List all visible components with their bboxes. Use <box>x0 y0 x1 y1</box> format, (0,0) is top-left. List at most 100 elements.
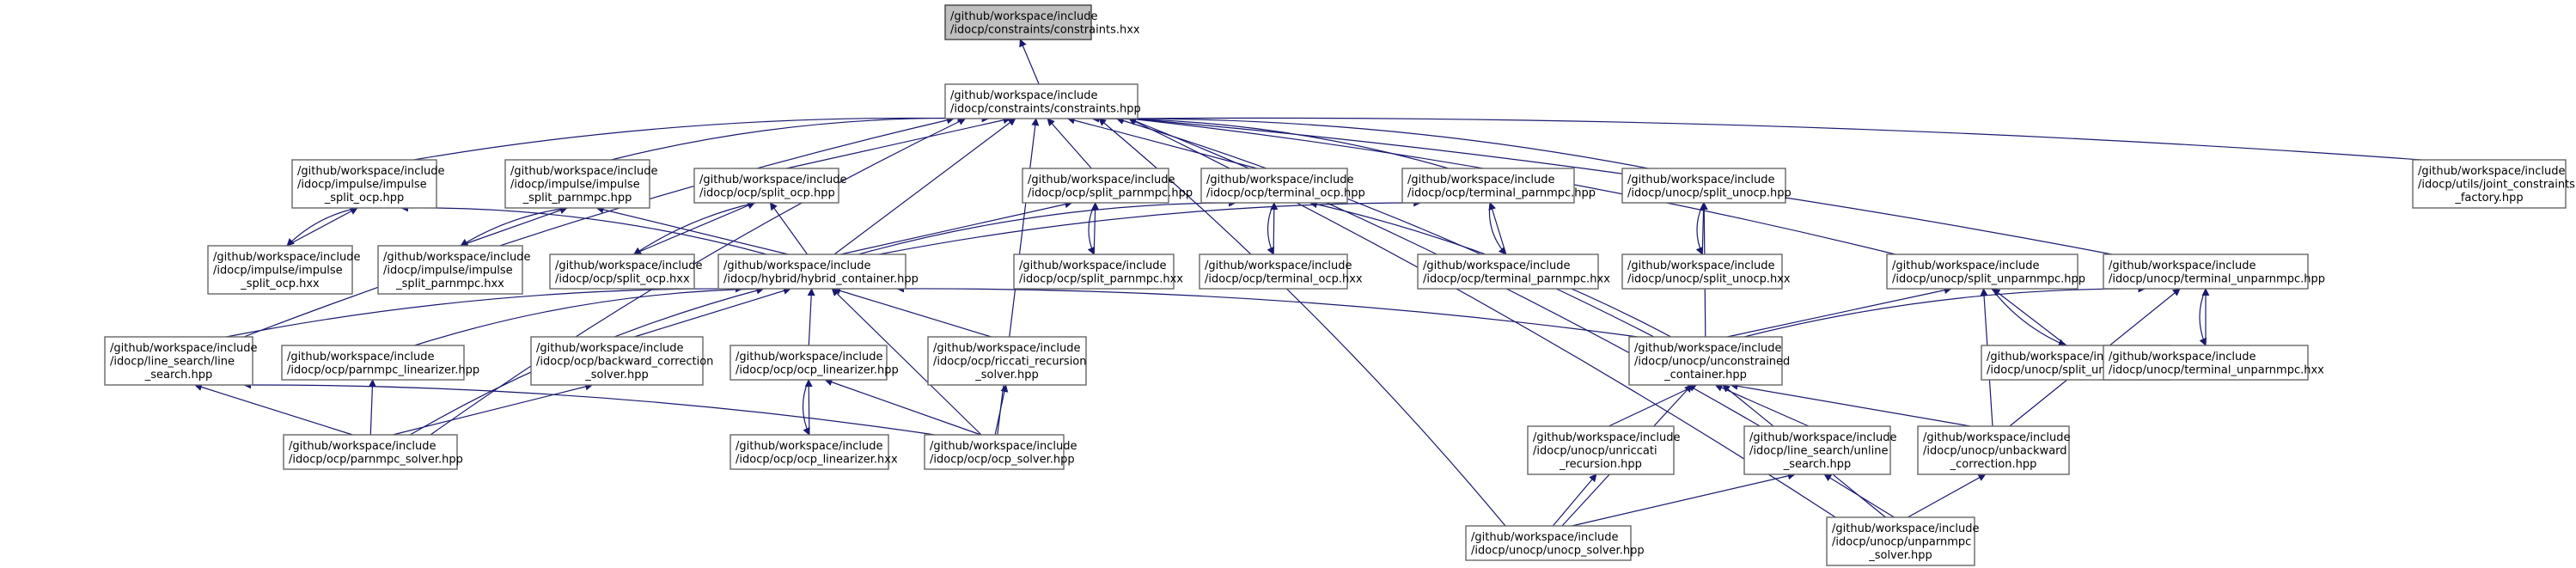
node-terminal-ocp-hxx[interactable]: /github/workspace/include/idocp/ocp/term… <box>1199 253 1363 290</box>
node-label-line: /idocp/ocp/terminal_ocp.hxx <box>1205 272 1363 285</box>
node-box <box>1417 253 1599 290</box>
node-split-parnmpc-hxx[interactable]: /github/workspace/include/idocp/ocp/spli… <box>1013 253 1183 290</box>
node-label-line: /github/workspace/include <box>723 260 871 272</box>
node-label-line: /github/workspace/include <box>736 351 883 363</box>
node-ocp-linearizer-hpp[interactable]: /github/workspace/include/idocp/ocp/ocp_… <box>729 345 899 381</box>
node-label-line: /idocp/impulse/impulse <box>383 265 513 278</box>
edge-ocp-solver-hpp-to-line-search-hpp <box>243 381 936 436</box>
edge-hybrid-container-hpp-to-constraints-hpp <box>833 118 1016 255</box>
node-label-line: _solver.hpp <box>1868 549 1932 562</box>
edge-unriccati-recursion-hpp-to-unconstrained-container-hpp <box>1608 384 1698 427</box>
edge-impulse-split-parnmpc-hpp-to-constraints-hpp <box>611 114 990 161</box>
node-label-line: /github/workspace/include <box>1832 522 1980 535</box>
node-label-line: /github/workspace/include <box>950 10 1098 23</box>
edge-unparnmpc-solver-hpp-to-unline-search-hpp <box>1823 473 1895 518</box>
node-unparnmpc-solver-hpp[interactable]: /github/workspace/include/idocp/unocp/un… <box>1826 516 1980 566</box>
edge-split-parnmpc-hpp-to-split-parnmpc-hxx <box>1087 202 1096 255</box>
node-label-line: /github/workspace/include <box>1028 174 1175 186</box>
node-unbackward-correction-hpp[interactable]: /github/workspace/include/idocp/unocp/un… <box>1917 425 2071 475</box>
edge-hybrid-container-hpp-to-split-parnmpc-hpp <box>840 200 1073 255</box>
node-label-line: /github/workspace/include <box>536 342 684 355</box>
node-label-line: _search.hpp <box>144 369 213 382</box>
node-label-line: /github/workspace/include <box>213 251 361 264</box>
node-label-line: /github/workspace/include <box>699 174 847 186</box>
node-box <box>207 245 353 295</box>
node-joint-constraints-factory-hpp[interactable]: /github/workspace/include/idocp/utils/jo… <box>2412 159 2575 209</box>
node-label-line: /github/workspace/include <box>950 89 1098 102</box>
edge-unconstrained-container-hpp-to-split-unparnmpc-hpp <box>1726 286 1952 338</box>
edge-terminal-ocp-hxx-to-terminal-ocp-hpp <box>1270 202 1279 255</box>
node-box <box>729 345 888 381</box>
edge-unocp-solver-hpp-to-unline-search-hpp <box>1572 472 1796 527</box>
node-terminal-unparnmpc-hxx[interactable]: /github/workspace/include/idocp/unocp/te… <box>2103 345 2324 381</box>
edge-impulse-split-parnmpc-hpp-to-impulse-split-parnmpc-hxx <box>460 207 568 247</box>
node-box <box>283 434 458 470</box>
node-impulse-split-ocp-hpp[interactable]: /github/workspace/include/idocp/impulse/… <box>291 159 445 209</box>
node-label-line: /github/workspace/include <box>1749 431 1897 444</box>
node-box <box>1886 253 2079 290</box>
node-terminal-parnmpc-hxx[interactable]: /github/workspace/include/idocp/ocp/term… <box>1417 253 1610 290</box>
node-label-line: /idocp/unocp/unparnmpc <box>1832 536 1971 549</box>
node-terminal-ocp-hpp[interactable]: /github/workspace/include/idocp/ocp/term… <box>1200 168 1365 204</box>
edge-backward-correction-solver-hpp-to-hybrid-container-hpp <box>634 287 791 338</box>
node-unline-search-hpp[interactable]: /github/workspace/include/idocp/line_sea… <box>1743 425 1897 475</box>
node-terminal-unparnmpc-hpp[interactable]: /github/workspace/include/idocp/unocp/te… <box>2103 253 2325 290</box>
node-ocp-solver-hpp[interactable]: /github/workspace/include/idocp/ocp/ocp_… <box>924 434 1077 470</box>
edge-unconstrained-container-hpp-to-constraints-hpp <box>1115 117 1655 338</box>
edge-impulse-split-ocp-hpp-to-constraints-hpp <box>413 114 966 161</box>
node-label-line: /idocp/ocp/split_ocp.hpp <box>699 186 835 199</box>
node-split-ocp-hxx[interactable]: /github/workspace/include/idocp/ocp/spli… <box>549 253 703 290</box>
node-label-line: _solver.hpp <box>584 369 649 382</box>
edge-ocp-solver-hpp-to-riccati-recursion-solver-hpp <box>994 384 1009 436</box>
node-label-line: /github/workspace/include <box>736 440 883 453</box>
node-impulse-split-ocp-hxx[interactable]: /github/workspace/include/idocp/impulse/… <box>207 245 361 295</box>
node-label-line: /idocp/constraints/constraints.hpp <box>950 102 1141 115</box>
node-label-line: /github/workspace/include <box>1206 174 1354 186</box>
node-unriccati-recursion-hpp[interactable]: /github/workspace/include/idocp/unocp/un… <box>1527 425 1681 475</box>
node-unconstrained-container-hpp[interactable]: /github/workspace/include/idocp/unocp/un… <box>1628 336 1790 386</box>
node-label-line: /github/workspace/include <box>289 440 436 453</box>
node-label-line: /idocp/hybrid/hybrid_container.hpp <box>723 272 919 285</box>
node-box <box>927 336 1087 386</box>
node-riccati-recursion-solver-hpp[interactable]: /github/workspace/include/idocp/ocp/ricc… <box>927 336 1087 386</box>
node-terminal-parnmpc-hpp[interactable]: /github/workspace/include/idocp/ocp/term… <box>1401 168 1596 204</box>
node-label-line: /idocp/ocp/ocp_linearizer.hpp <box>736 363 899 376</box>
node-label-line: /github/workspace/include <box>2109 351 2256 363</box>
node-label-line: /github/workspace/include <box>1627 174 1775 186</box>
node-split-parnmpc-hpp[interactable]: /github/workspace/include/idocp/ocp/spli… <box>1022 168 1193 204</box>
node-parnmpc-solver-hpp[interactable]: /github/workspace/include/idocp/ocp/parn… <box>283 434 463 470</box>
node-constraints-hpp[interactable]: /github/workspace/include/idocp/constrai… <box>944 83 1141 119</box>
node-box <box>693 168 839 204</box>
edge-parnmpc-linearizer-hpp-to-hybrid-container-hpp <box>414 284 765 346</box>
edge-split-ocp-hpp-to-constraints-hpp <box>786 116 1011 169</box>
node-ocp-linearizer-hxx[interactable]: /github/workspace/include/idocp/ocp/ocp_… <box>729 434 898 470</box>
node-label-line: _correction.hpp <box>1950 458 2037 471</box>
node-impulse-split-parnmpc-hxx[interactable]: /github/workspace/include/idocp/impulse/… <box>377 245 531 295</box>
node-impulse-split-parnmpc-hpp[interactable]: /github/workspace/include/idocp/impulse/… <box>504 159 658 209</box>
node-hybrid-container-hpp[interactable]: /github/workspace/include/idocp/hybrid/h… <box>717 253 919 290</box>
node-backward-correction-solver-hpp[interactable]: /github/workspace/include/idocp/ocp/back… <box>530 336 713 386</box>
edge-split-parnmpc-hxx-to-split-parnmpc-hpp <box>1091 202 1100 255</box>
node-label-line: /idocp/ocp/terminal_parnmpc.hxx <box>1423 272 1610 285</box>
edge-terminal-ocp-hpp-to-constraints-hpp <box>1066 116 1258 169</box>
node-box <box>924 434 1065 470</box>
node-line-search-hpp[interactable]: /github/workspace/include/idocp/line_sea… <box>104 336 258 386</box>
node-split-unocp-hpp[interactable]: /github/workspace/include/idocp/unocp/sp… <box>1621 168 1792 204</box>
node-label-line: _split_parnmpc.hpp <box>522 192 632 205</box>
node-split-unparnmpc-hpp[interactable]: /github/workspace/include/idocp/unocp/sp… <box>1886 253 2085 290</box>
node-label-line: /idocp/unocp/unocp_solver.hpp <box>1471 544 1645 557</box>
edge-split-ocp-hpp-to-split-ocp-hxx <box>633 202 756 255</box>
node-split-unocp-hxx[interactable]: /github/workspace/include/idocp/unocp/sp… <box>1621 253 1791 290</box>
node-box <box>549 253 695 290</box>
edge-terminal-parnmpc-hpp-to-terminal-parnmpc-hxx <box>1488 202 1507 255</box>
node-label-line: /idocp/unocp/unriccati <box>1533 445 1657 458</box>
edge-parnmpc-solver-hpp-to-line-search-hpp <box>193 383 353 436</box>
edge-ocp-linearizer-hpp-to-hybrid-container-hpp <box>807 288 815 346</box>
node-parnmpc-linearizer-hpp[interactable]: /github/workspace/include/idocp/ocp/parn… <box>281 345 479 381</box>
node-split-ocp-hpp[interactable]: /github/workspace/include/idocp/ocp/spli… <box>693 168 847 204</box>
node-box <box>1621 168 1786 204</box>
node-unocp-solver-hpp[interactable]: /github/workspace/include/idocp/unocp/un… <box>1465 525 1645 561</box>
edge-parnmpc-solver-hpp-to-backward-correction-solver-hpp <box>392 382 594 436</box>
node-box <box>944 83 1138 119</box>
edge-unbackward-correction-hpp-to-unconstrained-container-hpp <box>1730 382 1971 427</box>
